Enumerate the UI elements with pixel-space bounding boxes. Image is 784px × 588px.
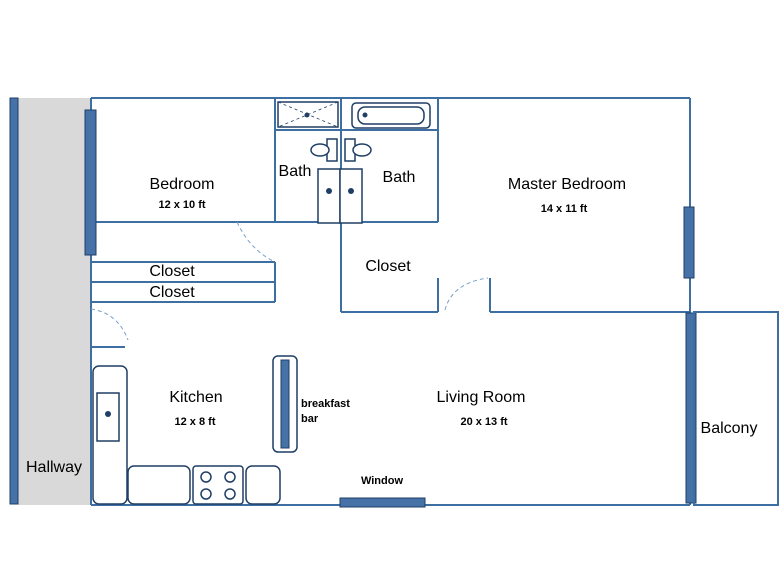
breakfast-bar-top	[280, 359, 290, 449]
vanity-left	[317, 168, 341, 224]
master-bedroom-size: 14 x 11 ft	[541, 203, 588, 215]
kitchen-label: Kitchen	[169, 389, 222, 406]
bedroom-size: 12 x 10 ft	[158, 199, 205, 211]
breakfast-bar-label-1: breakfast	[301, 398, 350, 410]
living-room-label: Living Room	[437, 389, 526, 406]
bath-left-label: Bath	[279, 163, 312, 180]
vanity-left-sink	[326, 188, 332, 194]
bedroom-door-swing	[236, 221, 276, 263]
master-window	[683, 206, 695, 279]
balcony-door	[685, 312, 697, 504]
closet-door-swing	[444, 277, 489, 311]
balcony-label: Balcony	[701, 420, 758, 437]
bathtub-drain	[362, 112, 368, 118]
master-bedroom-label: Master Bedroom	[508, 176, 626, 193]
stove-burner-2	[224, 471, 236, 483]
closet-upper-label: Closet	[149, 263, 195, 280]
stove-burner-1	[200, 471, 212, 483]
hallway-label: Hallway	[26, 459, 82, 476]
walk-in-closet-label: Closet	[365, 258, 411, 275]
stove-burner-4	[224, 488, 236, 500]
entry-door-swing	[90, 308, 129, 341]
fridge	[245, 465, 281, 505]
living-room-size: 20 x 13 ft	[460, 416, 507, 428]
toilet-bowl-right	[352, 143, 372, 157]
hallway-area	[18, 98, 91, 505]
vanity-right-sink	[348, 188, 354, 194]
breakfast-bar-label-2: bar	[301, 413, 319, 425]
living-window	[339, 497, 426, 508]
vanity-right	[339, 168, 363, 224]
toilet-bowl-left	[310, 143, 330, 157]
shower-drain	[304, 112, 310, 118]
kitchen-size: 12 x 8 ft	[175, 416, 216, 428]
bedroom-window	[84, 109, 97, 256]
window-label: Window	[361, 475, 403, 487]
stove	[192, 465, 244, 505]
bedroom-label: Bedroom	[150, 176, 215, 193]
balcony-outline	[693, 311, 779, 506]
kitchen-counter-bottom	[127, 465, 191, 505]
stove-burner-3	[200, 488, 212, 500]
closet-lower-label: Closet	[149, 284, 195, 301]
bathtub-inner	[357, 106, 425, 125]
hallway-wall	[9, 97, 19, 505]
bath-right-label: Bath	[383, 169, 416, 186]
kitchen-sink-drain	[105, 411, 111, 417]
